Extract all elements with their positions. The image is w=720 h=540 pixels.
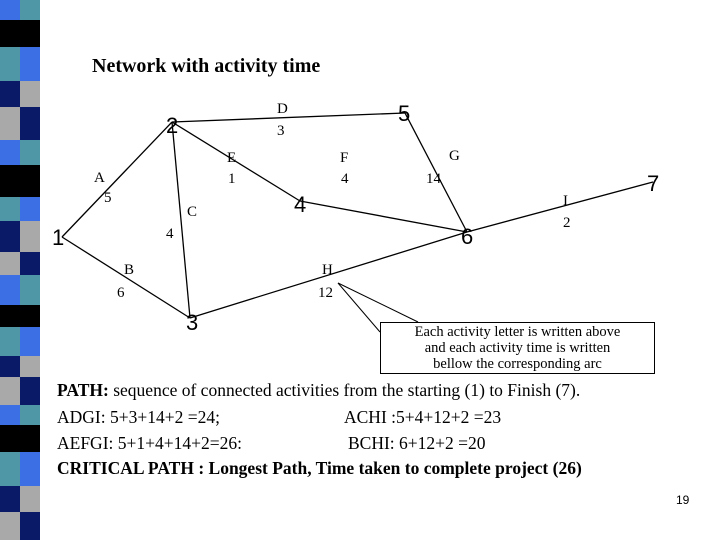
path-text: sequence of connected activities from th… [108,380,581,400]
stripe-block [20,252,40,275]
activity-time-B: 6 [117,285,125,301]
node-5: 5 [398,101,410,126]
node-6: 6 [461,224,473,249]
arc-D [171,112,406,123]
activity-time-E: 1 [228,171,236,187]
stripe-block [0,165,20,197]
slide-title: Network with activity time [92,55,321,77]
path-achi: ACHI :5+4+12+2 =23 [344,407,502,427]
node-1: 1 [52,225,64,250]
activity-letter-G: G [449,148,460,164]
stripe-block [20,486,40,512]
stripe-block [20,221,40,252]
stripe-block [20,47,40,81]
stripe-block [0,486,20,512]
arc-H [189,231,468,319]
arc-G [404,112,468,233]
activity-letter-F: F [340,150,348,166]
stripe-block [20,512,40,540]
stripe-block [0,405,20,425]
stripe-block [20,327,40,356]
path-definition: PATH: sequence of connected activities f… [57,380,580,401]
node-4: 4 [294,192,306,217]
stripe-block [0,452,20,486]
activity-time-A: 5 [104,190,112,206]
stripe-block [20,425,40,452]
callout-pointer [337,282,381,333]
activity-letter-E: E [227,150,236,166]
stripe-block [20,356,40,377]
path-adgi: ADGI: 5+3+14+2 =24; [57,407,220,427]
stripe-block [0,356,20,377]
node-7: 7 [647,171,659,196]
arc-I [466,181,654,233]
activity-time-F: 4 [341,171,349,187]
page-number: 19 [676,493,690,507]
stripe-block [20,452,40,486]
activity-letter-D: D [277,101,288,117]
stripe-block [0,512,20,540]
arc-B [61,236,191,319]
stripe-block [0,81,20,107]
stripe-block [0,327,20,356]
stripe-block [0,305,20,327]
stripe-block [0,377,20,405]
activity-letter-A: A [94,170,105,186]
node-3: 3 [186,310,198,335]
stripe-block [0,0,20,20]
stripe-block [0,140,20,165]
activity-time-D: 3 [277,123,285,139]
critical-path-statement: CRITICAL PATH : Longest Path, Time taken… [57,458,582,478]
callout-pointer [337,282,419,323]
stripe-block [20,305,40,327]
stripe-block [20,405,40,425]
activity-time-H: 12 [318,285,333,301]
path-bchi: BCHI: 6+12+2 =20 [348,433,486,453]
stripe-block [0,221,20,252]
stripe-block [20,0,40,20]
activity-letter-I: I [563,193,568,209]
stripe-block [0,425,20,452]
callout-line-2: and each activity time is written [424,340,611,356]
stripe-block [20,20,40,47]
stripe-block [20,165,40,197]
stripe-block [0,47,20,81]
stripe-block [0,20,20,47]
arc-F [299,200,468,233]
stripe-block [0,252,20,275]
activity-time-C: 4 [166,226,174,242]
stripe-block [20,140,40,165]
callout-line-1: Each activity letter is written above [414,324,621,340]
activity-letter-C: C [187,204,197,220]
stripe-block [0,107,20,140]
activity-letter-H: H [322,262,333,278]
node-2: 2 [166,113,178,138]
activity-time-I: 2 [563,215,571,231]
callout-line-3: bellow the corresponding arc [433,356,602,372]
stripe-block [0,197,20,221]
arc-E [171,121,301,202]
decorative-stripe [0,0,40,540]
stripe-block [20,197,40,221]
stripe-block [0,275,20,305]
path-label: PATH: [57,380,109,400]
stripe-block [20,377,40,405]
annotation-callout-box: Each activity letter is written above an… [380,322,655,374]
activity-time-G: 14 [426,171,442,187]
path-aefgi: AEFGI: 5+1+4+14+2=26: [57,433,242,453]
stripe-block [20,107,40,140]
stripe-block [20,81,40,107]
arc-A [61,121,173,238]
stripe-block [20,275,40,305]
activity-letter-B: B [124,262,134,278]
arc-C [171,121,191,319]
